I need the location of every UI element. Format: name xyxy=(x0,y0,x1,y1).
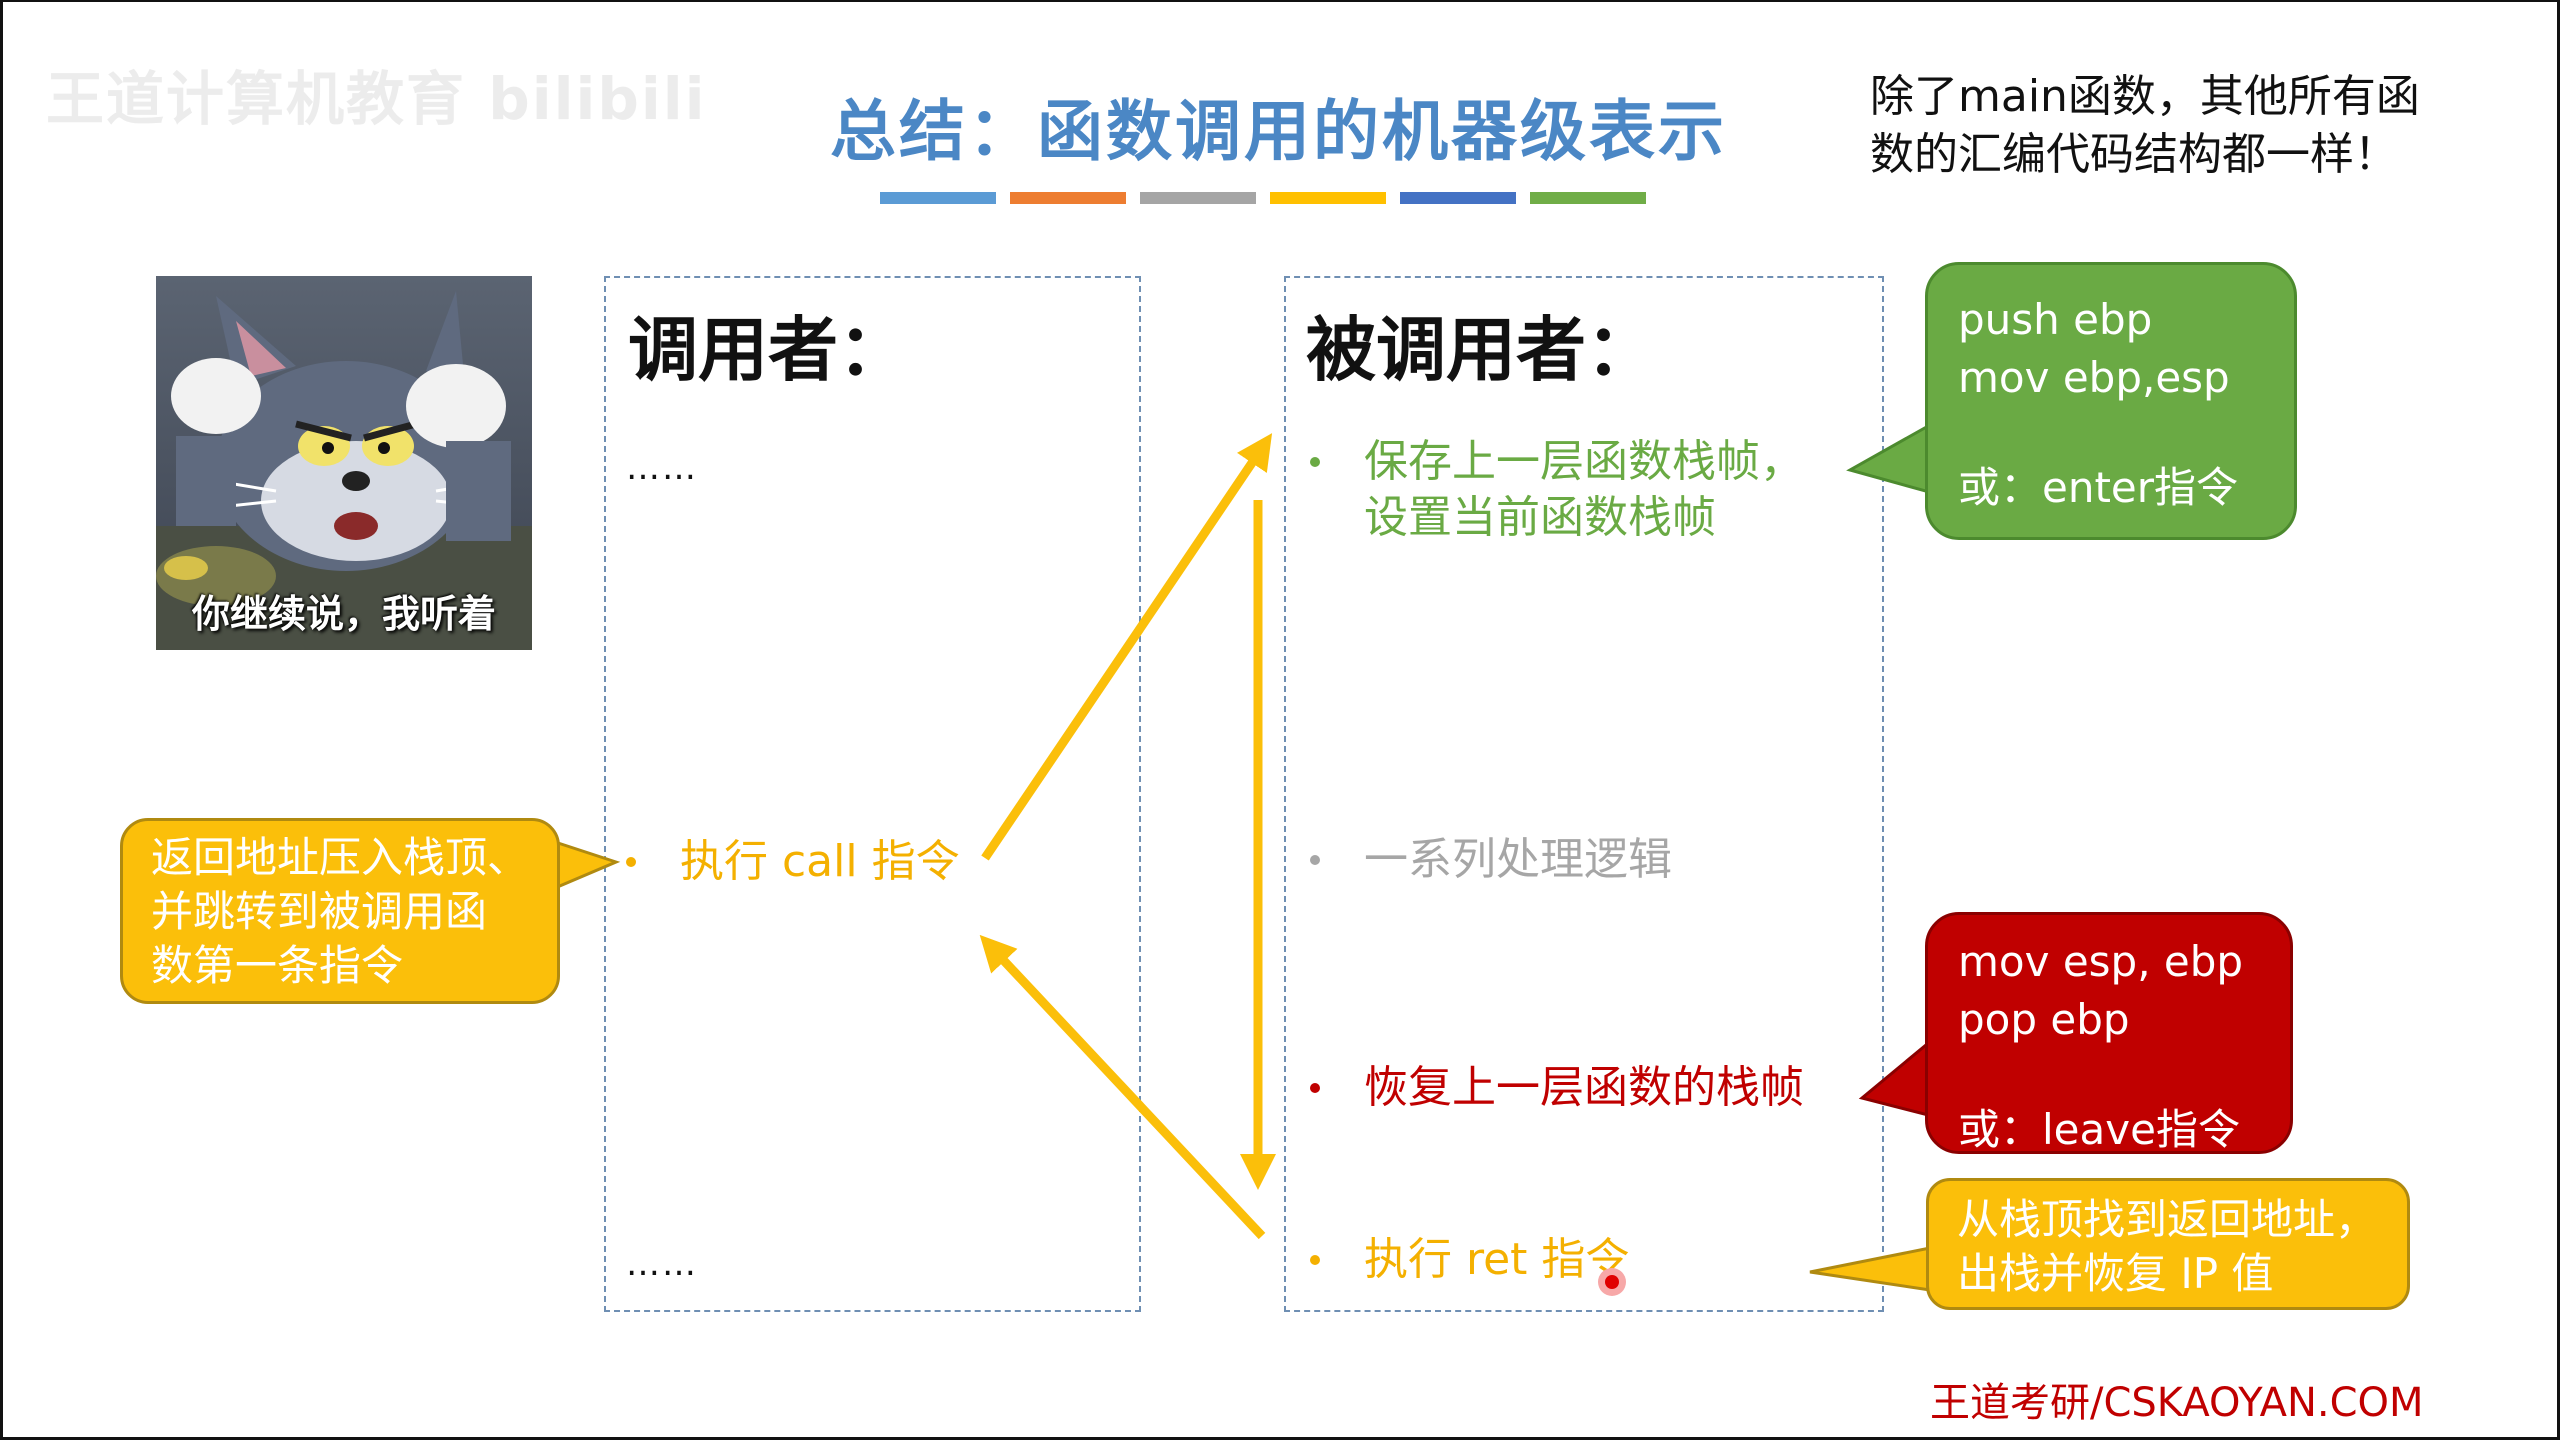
red-bubble: mov esp, ebp pop ebp 或：leave指令 xyxy=(1925,912,2293,1154)
save-step-line: 设置当前函数栈帧 xyxy=(1364,492,1716,543)
watermark: 王道计算机教育 bilibili xyxy=(46,65,707,133)
bullet-dot xyxy=(1310,1083,1320,1093)
slide-title: 总结：函数调用的机器级表示 xyxy=(830,93,1727,170)
meme-caption: 你继续说，我听着 xyxy=(191,592,496,636)
bubble-line: mov ebp,esp xyxy=(1958,353,2230,402)
top-note-line: 数的汇编代码结构都一样！ xyxy=(1870,129,2398,180)
color-bar xyxy=(1270,192,1386,204)
orange-right-tail xyxy=(1809,1246,1932,1292)
return-arrow xyxy=(979,934,1266,1240)
bullet-dot xyxy=(626,857,636,867)
bubble-line: 数第一条指令 xyxy=(151,941,404,990)
restore-step-text: 恢复上一层函数的栈帧 xyxy=(1364,1062,1804,1113)
call-arrow xyxy=(981,433,1273,861)
bubble-line: 从栈顶找到返回地址， xyxy=(1957,1195,2378,1244)
orange-right-bubble: 从栈顶找到返回地址， 出栈并恢复 IP 值 xyxy=(1926,1178,2410,1310)
top-note-line: 除了main函数，其他所有函 xyxy=(1870,71,2420,122)
bullet-dot xyxy=(1310,457,1320,467)
caller-ellipsis-bottom: …… xyxy=(626,1244,698,1284)
pointer-cursor-icon xyxy=(1598,1268,1626,1296)
callee-restore-step: 恢复上一层函数的栈帧 xyxy=(1310,1060,1804,1116)
bubble-line: 返回地址压入栈顶、 xyxy=(151,833,530,882)
bubble-line: pop ebp xyxy=(1958,995,2130,1044)
callee-box: 被调用者： 保存上一层函数栈帧， 设置当前函数栈帧 一系列处理逻辑 恢复上一层函… xyxy=(1284,276,1884,1312)
caller-heading: 调用者： xyxy=(628,309,908,391)
save-step-line: 保存上一层函数栈帧， xyxy=(1364,436,1804,487)
save-step-text: 保存上一层函数栈帧， 设置当前函数栈帧 xyxy=(1364,434,1804,546)
callee-logic-step: 一系列处理逻辑 xyxy=(1310,832,1672,888)
bubble-line: 出栈并恢复 IP 值 xyxy=(1957,1249,2274,1298)
color-bar xyxy=(880,192,996,204)
caller-box: 调用者： …… 执行 call 指令 …… xyxy=(604,276,1141,1312)
meme-image: 你继续说，我听着 xyxy=(156,276,532,650)
bullet-dot xyxy=(1310,855,1320,865)
logic-step-text: 一系列处理逻辑 xyxy=(1364,834,1672,885)
bullet-dot xyxy=(1310,1255,1320,1265)
color-bars xyxy=(880,192,1646,204)
caller-ellipsis-top: …… xyxy=(626,448,698,488)
bubble-line: 并跳转到被调用函 xyxy=(151,887,488,936)
orange-left-tail xyxy=(553,839,621,891)
bubble-gap xyxy=(1958,1049,2260,1101)
top-note: 除了main函数，其他所有函 数的汇编代码结构都一样！ xyxy=(1870,68,2470,184)
bubble-gap xyxy=(1958,407,2264,459)
footer-brand: 王道考研/CSKAOYAN.COM xyxy=(1930,1380,2424,1426)
color-bar xyxy=(1010,192,1126,204)
color-bar xyxy=(1400,192,1516,204)
callee-heading: 被调用者： xyxy=(1306,309,1656,391)
bubble-line: push ebp xyxy=(1958,295,2153,344)
bubble-line: 或：leave指令 xyxy=(1958,1105,2240,1154)
caller-call-step: 执行 call 指令 xyxy=(626,834,960,890)
callee-save-step: 保存上一层函数栈帧， 设置当前函数栈帧 xyxy=(1310,434,1804,546)
orange-left-bubble: 返回地址压入栈顶、 并跳转到被调用函 数第一条指令 xyxy=(120,818,560,1004)
bubble-line: mov esp, ebp xyxy=(1958,937,2244,986)
cat-illustration xyxy=(156,276,532,650)
bubble-line: 或：enter指令 xyxy=(1958,463,2239,512)
color-bar xyxy=(1530,192,1646,204)
green-bubble: push ebp mov ebp,esp 或：enter指令 xyxy=(1925,262,2297,540)
color-bar xyxy=(1140,192,1256,204)
ret-step-text: 执行 ret 指令 xyxy=(1364,1234,1630,1285)
call-step-text: 执行 call 指令 xyxy=(680,836,960,887)
callee-ret-step: 执行 ret 指令 xyxy=(1310,1232,1629,1288)
